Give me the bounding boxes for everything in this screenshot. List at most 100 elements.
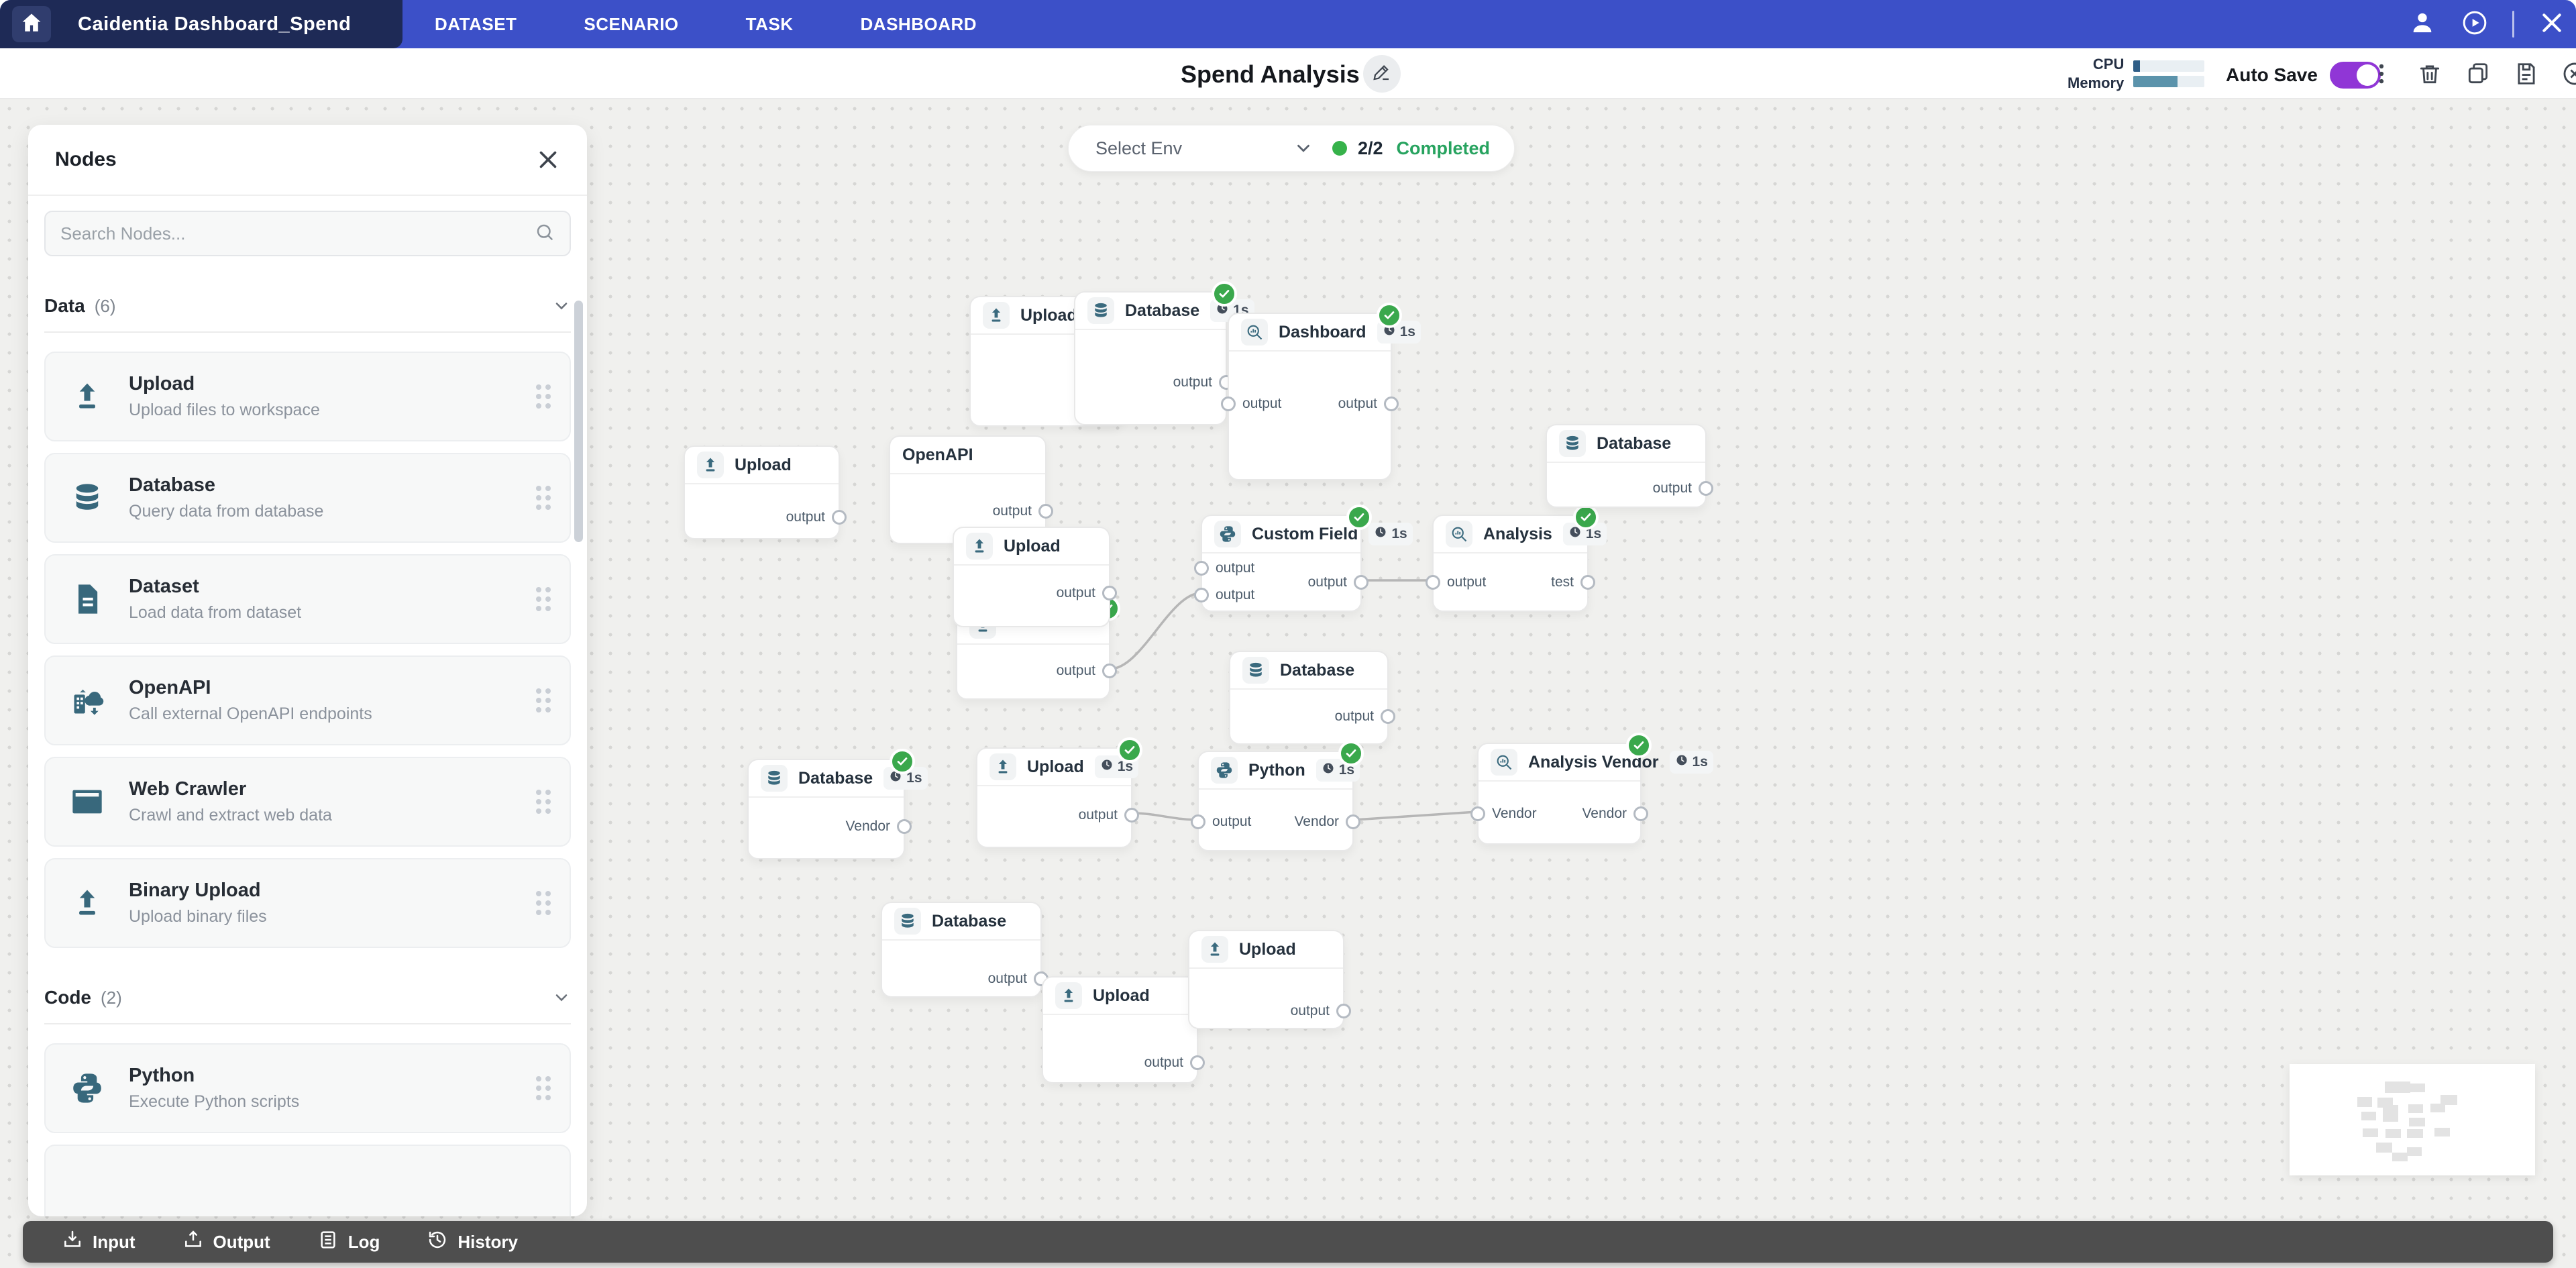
drag-handle-icon[interactable]	[536, 688, 551, 712]
database-icon	[1559, 430, 1586, 457]
close-workflow-button[interactable]	[2560, 60, 2576, 90]
success-check-icon	[1117, 737, 1142, 763]
palette-item-partial[interactable]	[44, 1145, 571, 1216]
env-select[interactable]: Select Env	[1095, 138, 1183, 158]
success-check-icon	[1338, 741, 1364, 766]
input-port[interactable]: output	[1194, 560, 1254, 576]
upload-icon	[989, 753, 1016, 780]
output-port[interactable]: Vendor	[1294, 814, 1360, 830]
database-icon	[761, 765, 788, 792]
output-port[interactable]: output	[786, 509, 847, 525]
output-port[interactable]: output	[1653, 480, 1713, 496]
output-port[interactable]: output	[993, 503, 1053, 519]
section-header-code[interactable]: Code(2)	[44, 987, 571, 1008]
output-port[interactable]: output	[1173, 374, 1234, 390]
panel-close-button[interactable]	[536, 148, 560, 172]
minimap[interactable]	[2290, 1064, 2535, 1175]
output-port[interactable]: output	[1335, 708, 1395, 725]
output-port[interactable]: output	[1308, 574, 1368, 590]
panel-scrollbar[interactable]	[574, 301, 583, 542]
chevron-down-icon[interactable]	[1293, 138, 1313, 158]
edit-title-button[interactable]	[1363, 55, 1401, 93]
output-port[interactable]: Vendor	[845, 818, 912, 835]
section-header-data[interactable]: Data(6)	[44, 295, 571, 317]
output-port[interactable]: output	[988, 971, 1049, 987]
drag-handle-icon[interactable]	[536, 891, 551, 915]
output-port[interactable]: output	[1057, 663, 1117, 679]
success-check-icon	[1377, 303, 1402, 328]
minimap-node	[2430, 1104, 2445, 1112]
input-port[interactable]: Vendor	[1470, 806, 1537, 822]
drag-handle-icon[interactable]	[536, 587, 551, 611]
more-options-button[interactable]	[2367, 60, 2396, 90]
drag-handle-icon[interactable]	[536, 486, 551, 510]
output-port[interactable]: Vendor	[1582, 806, 1648, 822]
bottom-toolbar: Input Output Log History	[23, 1221, 2553, 1263]
footer-input-button[interactable]: Input	[62, 1229, 136, 1255]
menu-item-task[interactable]: TASK	[745, 13, 794, 34]
save-button[interactable]	[2512, 60, 2541, 90]
run-button[interactable]	[2460, 9, 2489, 39]
drag-handle-icon[interactable]	[536, 790, 551, 814]
upload-icon	[697, 452, 724, 478]
edge	[1110, 592, 1201, 670]
magnifier-icon	[1446, 521, 1472, 547]
footer-history-button[interactable]: History	[427, 1229, 518, 1255]
menu-item-dashboard[interactable]: DASHBOARD	[860, 13, 977, 34]
duplicate-button[interactable]	[2463, 60, 2493, 90]
footer-output-button[interactable]: Output	[182, 1229, 270, 1255]
user-button[interactable]	[2408, 9, 2437, 39]
search-input[interactable]	[60, 223, 535, 244]
input-port[interactable]: output	[1194, 587, 1254, 603]
input-port[interactable]: output	[1221, 396, 1281, 412]
input-port[interactable]: output	[1426, 574, 1486, 590]
output-icon	[182, 1229, 204, 1255]
input-port[interactable]: output	[1191, 814, 1251, 830]
drag-handle-icon[interactable]	[536, 384, 551, 409]
output-port[interactable]: output	[1079, 807, 1139, 823]
drag-handle-icon[interactable]	[536, 1076, 551, 1100]
env-bar: Select Env 2/2 Completed	[1068, 125, 1515, 172]
delete-button[interactable]	[2415, 60, 2445, 90]
output-port[interactable]: test	[1551, 574, 1595, 590]
close-app-button[interactable]	[2537, 9, 2567, 39]
menu-item-dataset[interactable]: DATASET	[435, 13, 517, 34]
output-port[interactable]: output	[1338, 396, 1399, 412]
autosave-toggle[interactable]	[2329, 62, 2381, 89]
menu-item-scenario[interactable]: SCENARIO	[584, 13, 679, 34]
footer-log-button[interactable]: Log	[317, 1229, 380, 1255]
output-port[interactable]: output	[1144, 1055, 1205, 1071]
output-port[interactable]: output	[1057, 585, 1117, 601]
output-port[interactable]: output	[1291, 1003, 1351, 1019]
edge	[1132, 812, 1198, 821]
home-button[interactable]	[12, 6, 51, 42]
